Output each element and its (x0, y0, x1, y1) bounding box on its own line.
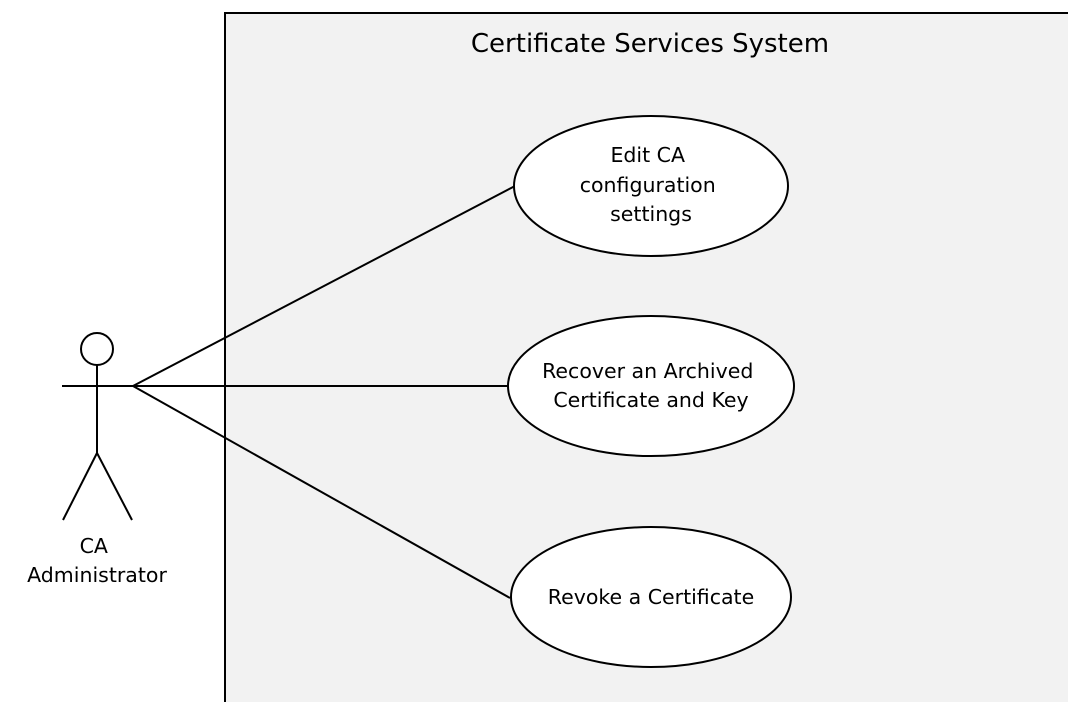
use-case-ellipse (513, 115, 789, 257)
actor-label: CA Administrator (27, 534, 167, 587)
use-case-label-line: configuration (580, 173, 716, 197)
associations (132, 185, 516, 599)
actor-left-leg (62, 452, 98, 521)
system-title: Certificate Services System (471, 29, 829, 59)
use-case-ellipse (507, 315, 795, 457)
association-revoke-certificate (132, 385, 511, 599)
use-case-label-line: settings (610, 202, 692, 226)
use-case-label-line: Certificate and Key (553, 388, 748, 412)
use-case-label-line: Revoke a Certificate (548, 585, 754, 609)
use-case-label-line: Recover an Archived (542, 359, 753, 383)
actor-right-leg (96, 452, 133, 521)
use-case-label: Edit CA configuration settings (580, 143, 723, 226)
actor-label-line: Administrator (27, 563, 167, 587)
association-edit-ca-config (132, 185, 516, 387)
actor-head (80, 332, 114, 366)
use-case-edit-ca-config: Edit CA configuration settings (513, 115, 789, 257)
use-case-recover-archived-certificate: Recover an Archived Certificate and Key (507, 315, 795, 457)
use-case-label-line: Edit CA (610, 143, 685, 167)
use-case-revoke-certificate: Revoke a Certificate (510, 526, 792, 668)
actor-ca-administrator (62, 332, 133, 521)
use-case-label: Recover an Archived Certificate and Key (542, 359, 760, 412)
use-case-ellipse (510, 526, 792, 668)
actor-label-line: CA (80, 534, 108, 558)
use-case-label: Revoke a Certificate (548, 585, 754, 609)
